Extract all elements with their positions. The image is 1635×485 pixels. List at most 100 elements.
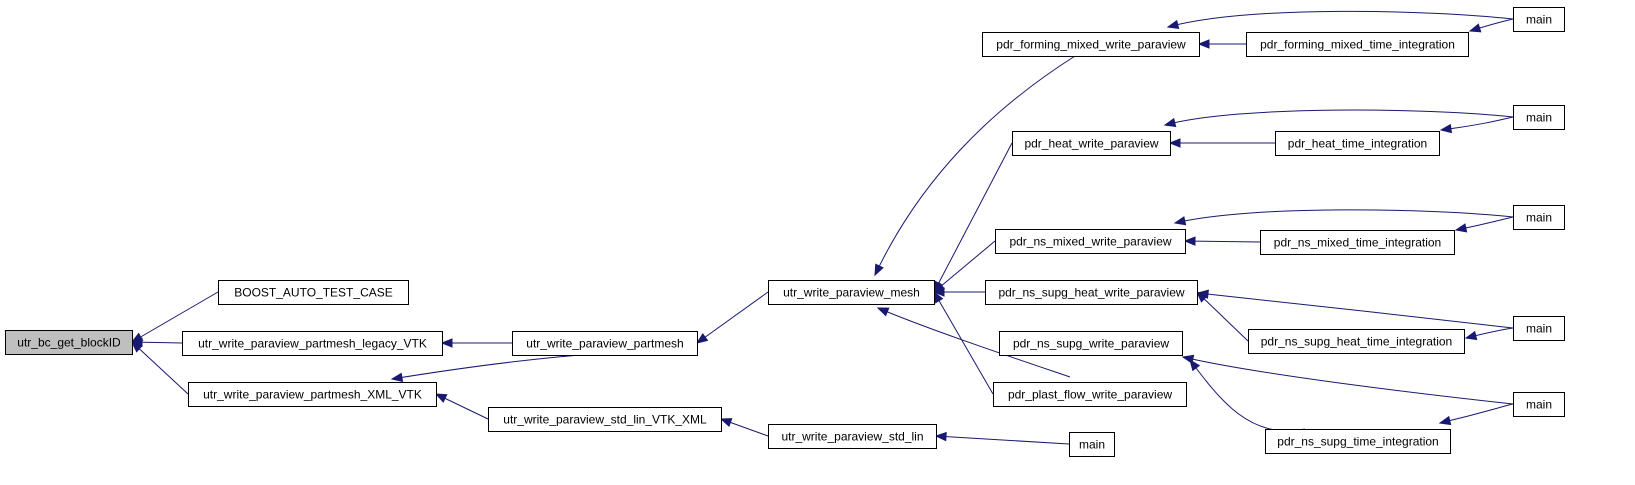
node-label: utr_write_paraview_std_lin	[781, 430, 923, 444]
call-edge	[1440, 116, 1514, 131]
node-box	[1246, 32, 1469, 57]
node-label: main	[1526, 111, 1552, 125]
node-box	[188, 382, 437, 407]
node-label: BOOST_AUTO_TEST_CASE	[234, 286, 393, 300]
function-node[interactable]: pdr_plast_flow_write_paraview	[993, 382, 1187, 407]
edge-arrowhead	[874, 263, 884, 277]
node-label: utr_write_paraview_partmesh_XML_VTK	[203, 388, 422, 402]
edge-arrowhead	[1166, 19, 1180, 30]
function-node[interactable]: utr_write_paraview_std_lin	[768, 424, 937, 449]
node-label: pdr_forming_mixed_write_paraview	[996, 38, 1186, 52]
call-edge	[933, 291, 994, 395]
edge-arrowhead	[876, 307, 890, 317]
node-box	[1260, 230, 1455, 255]
function-node[interactable]: pdr_forming_mixed_write_paraview	[982, 32, 1200, 57]
node-box	[1513, 392, 1565, 417]
edge-arrowhead	[1168, 138, 1181, 148]
node-label: utr_write_paraview_std_lin_VTK_XML	[503, 413, 707, 427]
function-node[interactable]: pdr_ns_supg_heat_time_integration	[1248, 329, 1465, 354]
edge-arrowhead	[1173, 216, 1187, 226]
call-edge	[1196, 291, 1249, 342]
node-label: main	[1526, 398, 1552, 412]
node-box	[1275, 131, 1440, 156]
node-box	[1248, 329, 1465, 354]
node-label: pdr_ns_supg_heat_write_paraview	[998, 286, 1184, 300]
node-label: main	[1526, 322, 1552, 336]
function-node[interactable]: pdr_heat_time_integration	[1275, 131, 1440, 156]
node-label: utr_bc_get_blockID	[17, 336, 121, 350]
edge-arrowhead	[719, 418, 733, 428]
node-box	[1513, 205, 1565, 230]
function-node[interactable]: utr_write_paraview_partmesh_legacy_VTK	[182, 331, 443, 356]
function-node[interactable]: main	[1513, 392, 1565, 417]
node-label: main	[1526, 211, 1552, 225]
edge-arrowhead	[695, 333, 709, 344]
function-node[interactable]: pdr_heat_write_paraview	[1012, 131, 1171, 156]
function-node[interactable]: BOOST_AUTO_TEST_CASE	[218, 280, 409, 305]
edge-arrowhead	[1197, 39, 1210, 49]
function-node[interactable]: pdr_forming_mixed_time_integration	[1246, 32, 1469, 57]
function-node[interactable]: main	[1513, 7, 1565, 32]
call-edge	[877, 307, 1071, 378]
call-edge	[1184, 240, 1261, 243]
edge-arrowhead	[1454, 223, 1468, 233]
nodes-layer: utr_bc_get_blockIDBOOST_AUTO_TEST_CASEut…	[5, 7, 1565, 457]
node-label: utr_write_paraview_partmesh	[526, 337, 683, 351]
node-box	[768, 424, 937, 449]
edge-arrowhead	[934, 431, 947, 442]
edge-arrowhead	[1439, 123, 1453, 134]
node-box	[512, 331, 698, 356]
node-label: pdr_ns_supg_time_integration	[1277, 435, 1438, 449]
call-edge	[933, 142, 1013, 293]
function-node[interactable]: pdr_ns_mixed_write_paraview	[995, 229, 1186, 254]
function-node[interactable]: pdr_ns_supg_heat_write_paraview	[985, 280, 1198, 305]
node-label: pdr_heat_write_paraview	[1024, 137, 1158, 151]
node-label: pdr_ns_mixed_write_paraview	[1009, 235, 1171, 249]
edge-arrowhead	[1464, 330, 1478, 341]
edge-arrowhead	[1196, 289, 1209, 299]
call-edge	[1182, 356, 1514, 405]
node-box	[488, 407, 722, 432]
function-node[interactable]: main	[1513, 105, 1565, 130]
node-label: main	[1526, 13, 1552, 27]
node-box	[1513, 7, 1565, 32]
node-box	[985, 280, 1198, 305]
function-node[interactable]: pdr_ns_mixed_time_integration	[1260, 230, 1455, 255]
function-node[interactable]: pdr_ns_supg_write_paraview	[999, 331, 1183, 356]
edge-arrowhead	[1468, 23, 1482, 33]
function-node[interactable]: utr_write_paraview_std_lin_VTK_XML	[488, 407, 722, 432]
node-label: pdr_ns_mixed_time_integration	[1274, 236, 1441, 250]
function-node[interactable]: pdr_ns_supg_time_integration	[1265, 429, 1451, 454]
call-edge	[933, 240, 996, 293]
function-node[interactable]: utr_write_paraview_partmesh	[512, 331, 698, 356]
node-label: pdr_ns_supg_write_paraview	[1013, 337, 1169, 351]
edge-arrowhead	[131, 341, 143, 353]
node-box	[1012, 131, 1171, 156]
node-label: utr_write_paraview_mesh	[783, 286, 920, 300]
node-label: utr_write_paraview_partmesh_legacy_VTK	[198, 337, 427, 351]
node-box	[218, 280, 409, 305]
function-node[interactable]: utr_write_paraview_mesh	[768, 280, 935, 305]
node-label: pdr_plast_flow_write_paraview	[1008, 388, 1172, 402]
edge-arrowhead	[434, 393, 448, 403]
function-node[interactable]: utr_write_paraview_partmesh_XML_VTK	[188, 382, 437, 407]
call-edge	[1189, 359, 1306, 432]
function-node[interactable]: main	[1513, 205, 1565, 230]
call-edge	[874, 55, 1076, 276]
call-edge	[1197, 292, 1514, 329]
node-box	[182, 331, 443, 356]
node-box	[993, 382, 1187, 407]
edge-arrowhead	[1181, 354, 1195, 364]
call-edge	[131, 341, 189, 395]
node-label: pdr_ns_supg_heat_time_integration	[1261, 335, 1452, 349]
node-box	[1069, 432, 1115, 457]
node-box	[1513, 105, 1565, 130]
call-edge	[696, 291, 769, 344]
call-edge	[935, 435, 1070, 445]
edge-arrowhead	[1163, 117, 1177, 128]
function-node[interactable]: main	[1069, 432, 1115, 457]
edge-arrowhead	[390, 372, 404, 383]
edges-layer	[130, 10, 1514, 445]
function-node[interactable]: main	[1513, 316, 1565, 341]
